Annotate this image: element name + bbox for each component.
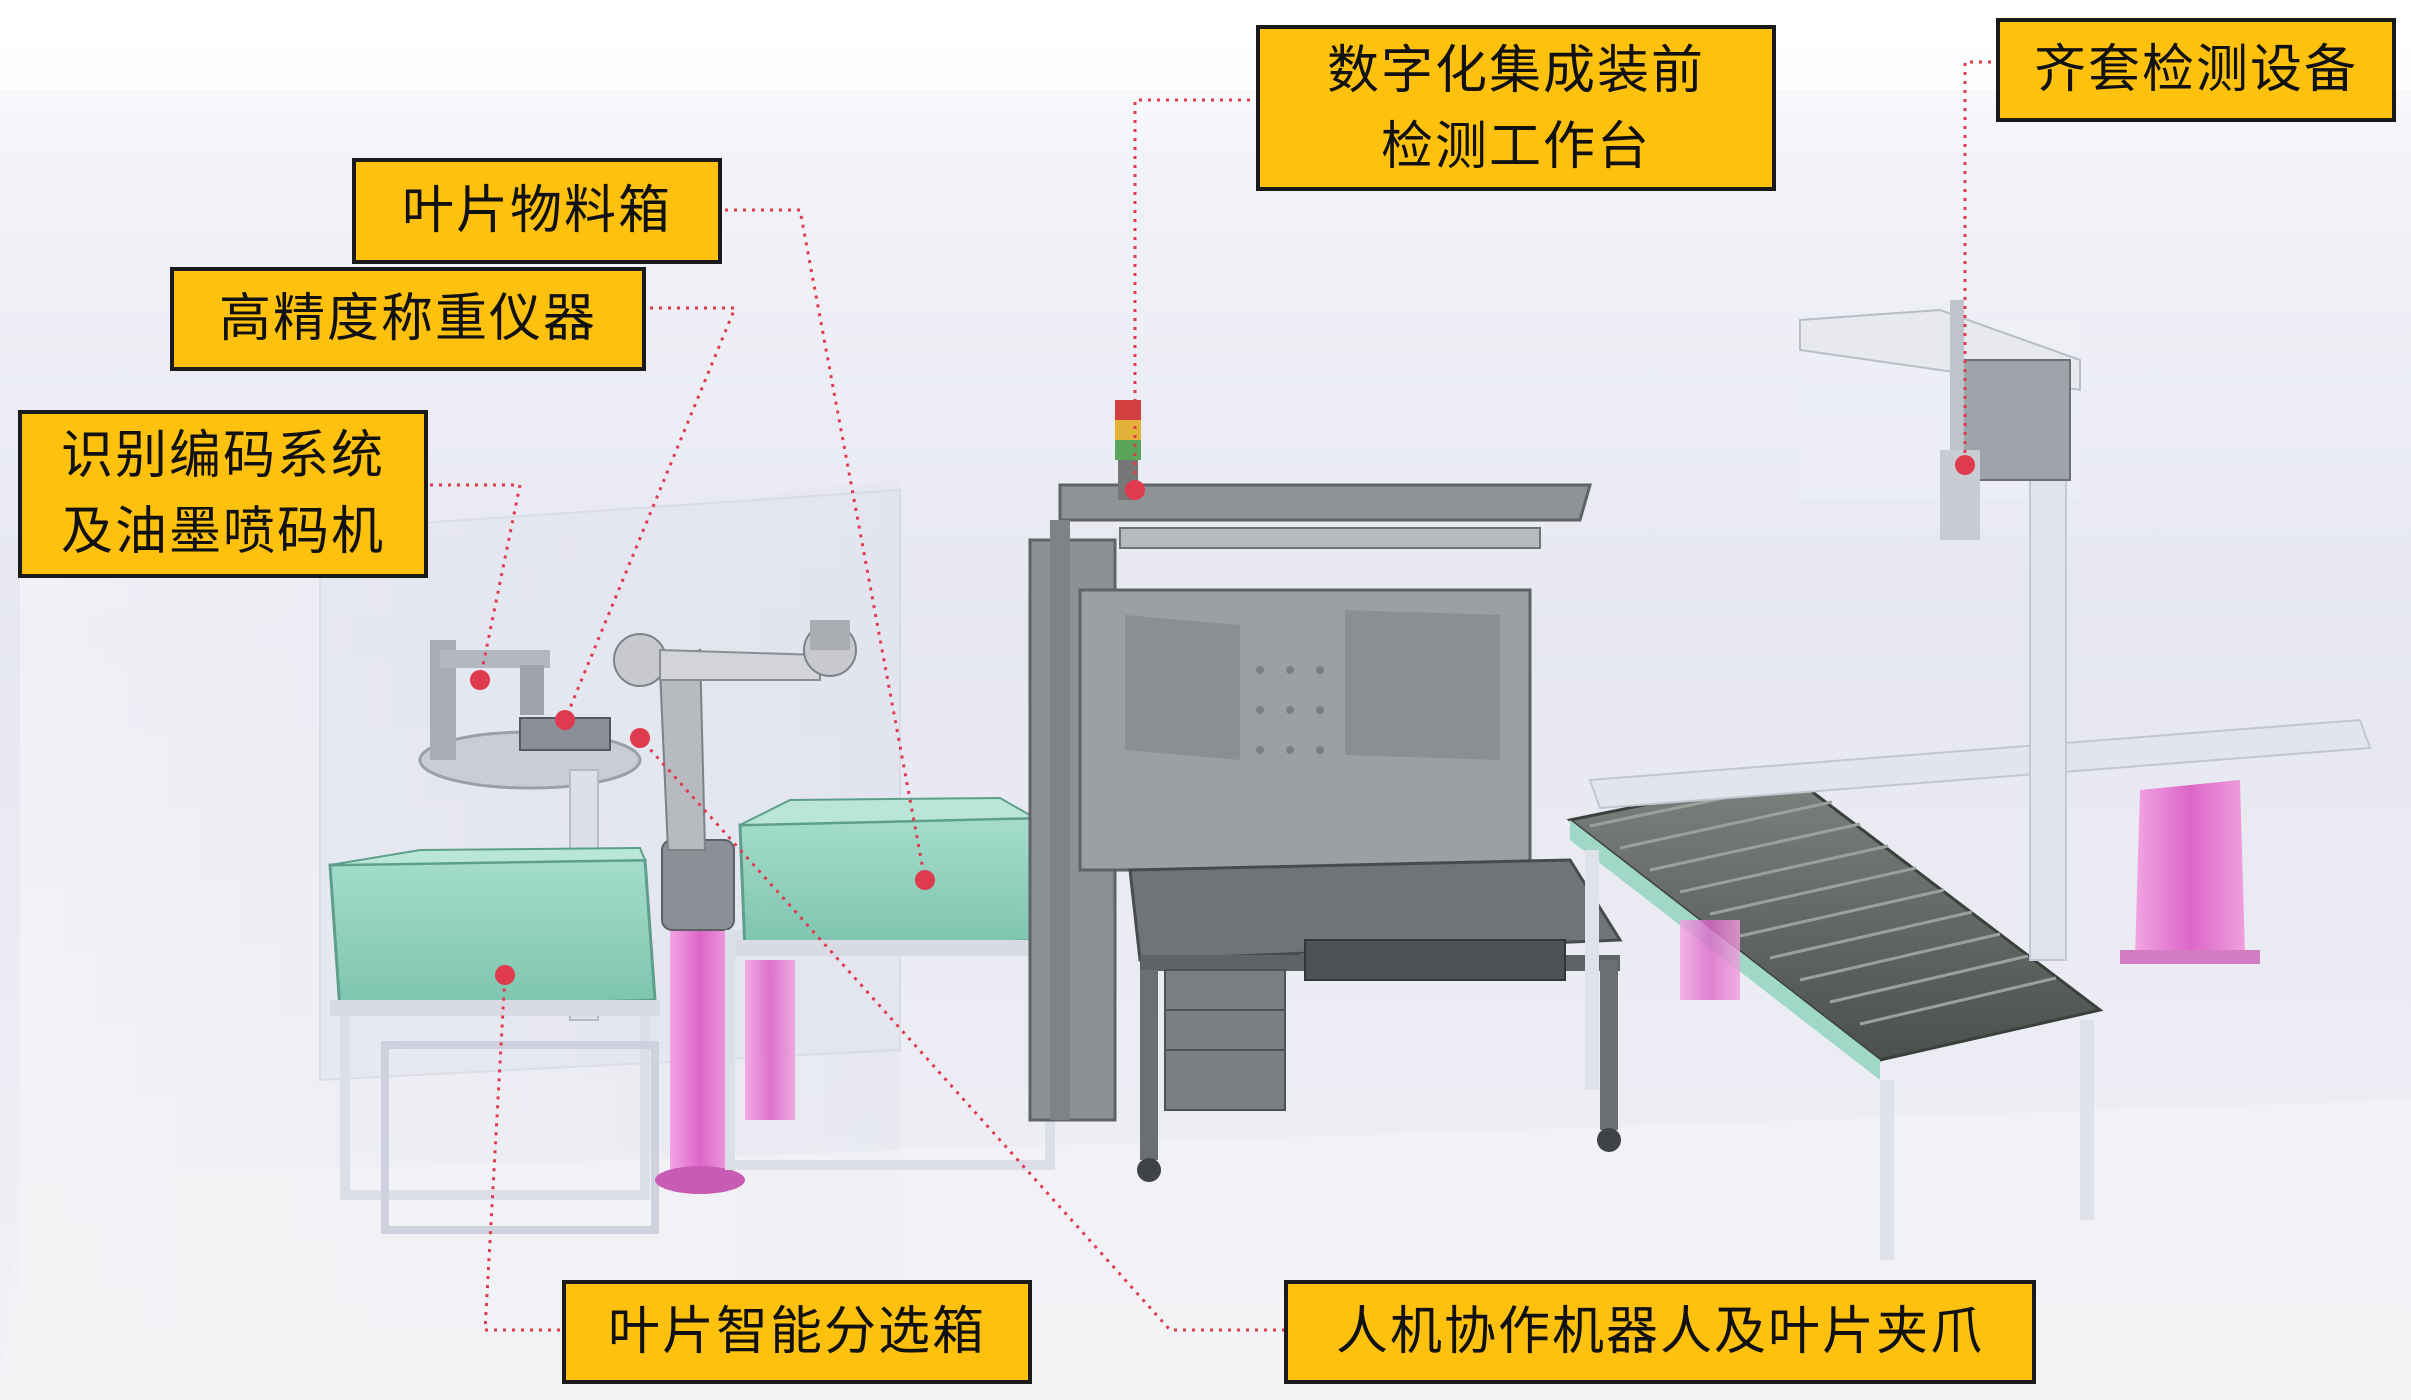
label-kit-inspection-equipment: 齐套检测设备 bbox=[1996, 18, 2396, 122]
label-blade-material-box: 叶片物料箱 bbox=[352, 158, 722, 264]
label-id-coding-system-line2: 及油墨喷码机 bbox=[60, 502, 385, 562]
label-precision-weighing-text: 高精度称重仪器 bbox=[218, 289, 597, 349]
leader-endpoints bbox=[470, 455, 1975, 985]
label-blade-material-box-text: 叶片物料箱 bbox=[401, 181, 672, 241]
sorting-bin-table bbox=[328, 846, 660, 1234]
label-smart-sorting-box: 叶片智能分选箱 bbox=[562, 1280, 1032, 1384]
label-id-coding-system: 识别编码系统 及油墨喷码机 bbox=[18, 410, 428, 578]
kit-inspection-gantry bbox=[1588, 300, 2372, 964]
label-id-coding-system-line1: 识别编码系统 bbox=[60, 426, 385, 486]
label-smart-sorting-box-text: 叶片智能分选箱 bbox=[607, 1302, 986, 1362]
label-precision-weighing: 高精度称重仪器 bbox=[170, 267, 646, 371]
leader-lines bbox=[430, 60, 2000, 1332]
cobot-pedestal bbox=[670, 920, 730, 1180]
inspection-workbench bbox=[1028, 400, 1623, 1182]
cobot bbox=[613, 620, 857, 1194]
label-kit-inspection-equipment-text: 齐套检测设备 bbox=[2033, 40, 2358, 100]
material-bin-table bbox=[725, 796, 1055, 1170]
roller-conveyor bbox=[1566, 773, 2104, 1260]
label-cobot-gripper: 人机协作机器人及叶片夹爪 bbox=[1284, 1280, 2036, 1384]
label-cobot-gripper-text: 人机协作机器人及叶片夹爪 bbox=[1335, 1302, 1984, 1362]
label-digital-inspection-bench: 数字化集成装前 检测工作台 bbox=[1256, 25, 1776, 191]
label-digital-inspection-bench-line1: 数字化集成装前 bbox=[1326, 41, 1705, 101]
label-digital-inspection-bench-line2: 检测工作台 bbox=[1380, 117, 1651, 177]
